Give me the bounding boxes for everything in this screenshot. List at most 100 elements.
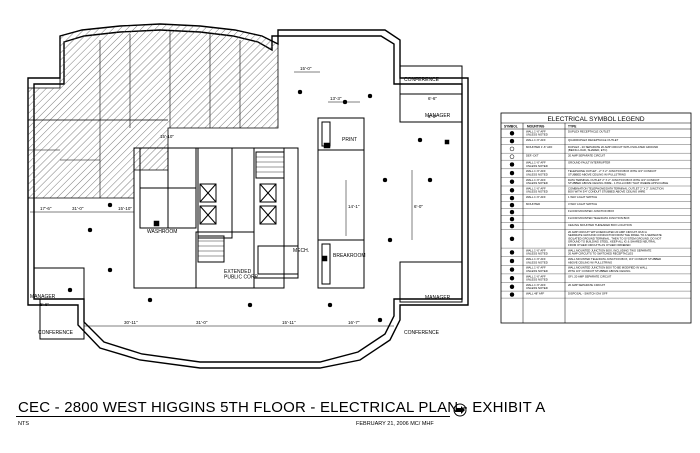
legend-type: GROUND FAULT INTERRUPTER [568,161,610,165]
dimension-label: 16'-7" [348,320,360,325]
legend-symbol-icon [509,162,515,167]
legend-symbol-icon [509,223,515,229]
room-label-breakroom: BREAKROOM [333,253,366,259]
dimension-labels: 15'-0" 13'-3" 14'-1" 6'-6" 17'-6" 31'-0" 15'-1… [40,66,437,325]
legend-symbol-icon [509,267,515,272]
dimension-label: 31'-0" [72,206,84,211]
drawing-title: CEC - 2800 WEST HIGGINS 5TH FLOOR - ELEC… [18,399,546,416]
legend-row: FLOOR MOUNTED JUNCTION BOX [501,209,691,216]
legend-header-mounting: MOUNTING [527,125,545,129]
legend-type: 3 WAY LIGHT SWITCH [568,202,597,206]
legend-symbol-icon [509,236,515,242]
date-note: FEBRUARY 21, 2006 MC/ MHF [356,421,434,427]
legend-symbol-icon [509,188,515,193]
legend-symbol-icon [509,209,515,215]
legend-symbol-icon [509,216,515,222]
dimension-label: 30'-11" [124,320,138,325]
room-label-manager-top-right: MANAGER [425,113,451,119]
north-arrow-icon [453,403,467,417]
legend-mounting: WALL 48" AFF [526,292,544,296]
legend-symbol-icon [509,131,515,136]
dimension-label: 6'-6" [428,96,437,101]
legend-mounting: WALL 1'-6" AFF [526,195,546,199]
legend-symbol-icon [509,146,515,152]
legend-type: CEILING MOUNTED THREADED BOX LOCATION [568,223,632,227]
dimension-lines [30,71,413,327]
legend-mounting: MOUNTED 1'-6" AFF [526,145,553,149]
dimension-label: 6'-0" [414,204,423,209]
legend-symbol-icon [509,202,515,208]
electrical-symbol-legend: ELECTRICAL SYMBOL LEGEND SYMBOL MOUNTING… [500,112,692,324]
legend-type: 20 AMP SEPARATE CIRCUIT [568,154,605,158]
legend-row: MOUNTED 1'-6" AFF DUPLEX - 20 SEPARATE 20… [501,145,691,154]
legend-row: WALL 48" AFF DISPOSAL - SWITCH ON/ OFF [501,292,691,299]
legend-symbol-icon [509,138,515,144]
dimension-label: 17'-6" [40,206,52,211]
legend-symbol-icon [509,250,515,255]
room-label-mech: MECH. [293,248,309,254]
legend-type: 20 AMP SEPARATE CIRCUIT [568,283,605,287]
legend-type: DUPLEX RECEPTACLE OUTLET [568,129,611,133]
dimension-label: 13'-3" [330,96,342,101]
print-breakroom-walls [317,117,365,289]
room-label-manager-bottom-right: MANAGER [425,295,451,301]
legend-symbol-icon [509,275,515,281]
room-label-print: PRINT [342,137,357,143]
title-underline [16,416,450,417]
legend-symbol-icon [509,284,515,290]
legend-symbol-icon [509,292,515,297]
legend-row: CEILING MOUNTED THREADED BOX LOCATION [501,223,691,230]
legend-type: QUADRUPLEX RECEPTACLE OUTLET [568,138,619,142]
room-label-conference-top-right: CONFERENCE [404,77,440,83]
legend-type: FLOOR MOUNTED TELE/DATA JUNCTION BOX [568,216,630,220]
room-label-conference-bottom-right: CONFERENCE [404,330,440,336]
legend-type: 1 WAY LIGHT SWITCH [568,195,597,199]
legend-row: MOUNTED 3 WAY LIGHT SWITCH [501,202,691,209]
legend-symbol-icon [509,170,515,176]
dimension-label: 15'-0" [300,66,312,71]
building-core [133,147,299,289]
dimension-label: 14'-1" [348,204,360,209]
legend-type: COMBINATION TELEPHONE/DATA TERMINAL OUTL… [568,186,664,193]
legend-mounting: DEF.-CKT [526,154,539,158]
room-label-washroom: WASHROOM [147,229,177,235]
legend-type: DUPLEX - 20 SEPARATE 20 AMP CIRCUIT WITH… [568,145,658,152]
legend-type: DATA TERMINAL OUTLET 2" X 2" JUNCTION BO… [568,178,668,185]
dimension-label: 5'-6" [40,302,49,307]
scale-note: NTS [18,421,29,427]
legend-symbol-icon [509,195,515,201]
legend-type: WALL MOUNTED TELE/DATA JUNCTION BOX, 3/4… [568,257,661,264]
dimension-label: 31'-0" [196,320,208,325]
legend-mounting: MOUNTED [526,202,540,206]
dimension-label: 15'-10" [160,134,174,139]
legend-row: FLOOR MOUNTED TELE/DATA JUNCTION BOX [501,216,691,223]
legend-symbol-icon [509,258,515,264]
legend-type: GFI, 20 AMP SEPARATE CIRCUIT [568,274,612,278]
electrical-symbols [67,89,450,323]
hatched-office-area [27,23,279,199]
legend-type: WALL MOUNTED JUNCTION BOX, INCLUDING TWO… [568,249,652,256]
legend-header-symbol: SYMBOL [504,125,518,129]
legend-type: 20 AMP CIRCUIT WITH DEDICATED 20 AMP CIR… [568,230,662,247]
legend-type: DISPOSAL - SWITCH ON/ OFF [568,292,608,296]
legend-type: FLOOR MOUNTED JUNCTION BOX [568,209,614,213]
legend-row: 20 AMP CIRCUIT WITH DEDICATED 20 AMP CIR… [501,230,691,249]
